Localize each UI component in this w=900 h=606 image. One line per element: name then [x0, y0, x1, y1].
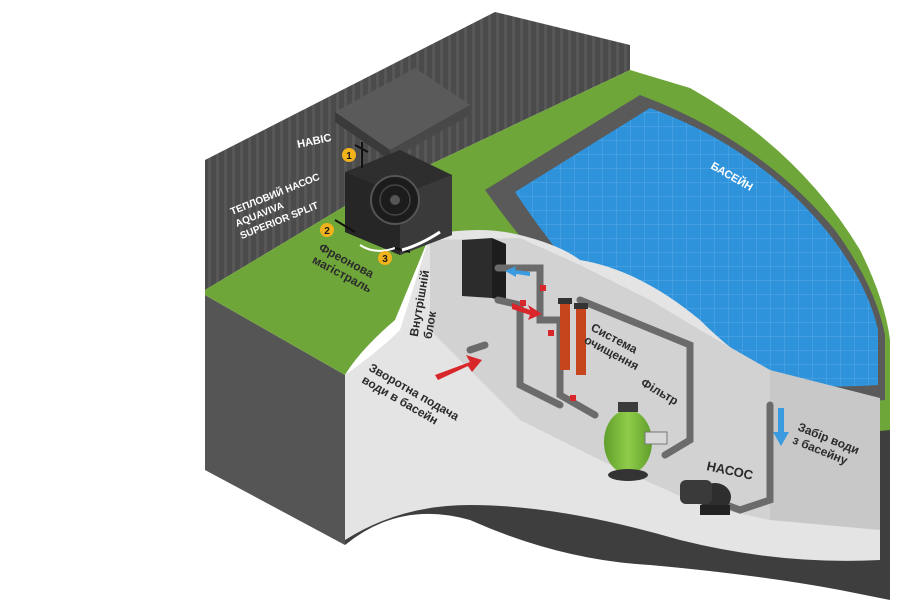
hot-flow-arrow	[512, 303, 542, 320]
sand-filter	[604, 402, 668, 481]
marker-1: 1	[342, 148, 356, 162]
intake-arrow	[773, 408, 789, 446]
water-pump	[680, 480, 731, 515]
flow-arrows	[435, 266, 789, 446]
cleaning-system	[558, 298, 588, 375]
marker-3-label: 3	[382, 254, 388, 265]
marker-3: 3	[378, 251, 392, 265]
heat-pump-outdoor	[334, 68, 470, 255]
freon-line	[401, 230, 441, 252]
cold-flow-arrow	[505, 266, 530, 277]
indoor-unit-label-line2: блок	[421, 309, 440, 340]
marker-2: 2	[320, 223, 334, 237]
fence-wall	[205, 12, 630, 290]
return-arrow	[435, 355, 482, 380]
room-side-wall	[770, 370, 880, 530]
marker-1-label: 1	[346, 151, 352, 162]
canopy-roof	[335, 68, 470, 150]
marker-2-label: 2	[324, 226, 330, 237]
pool-water	[515, 108, 878, 387]
